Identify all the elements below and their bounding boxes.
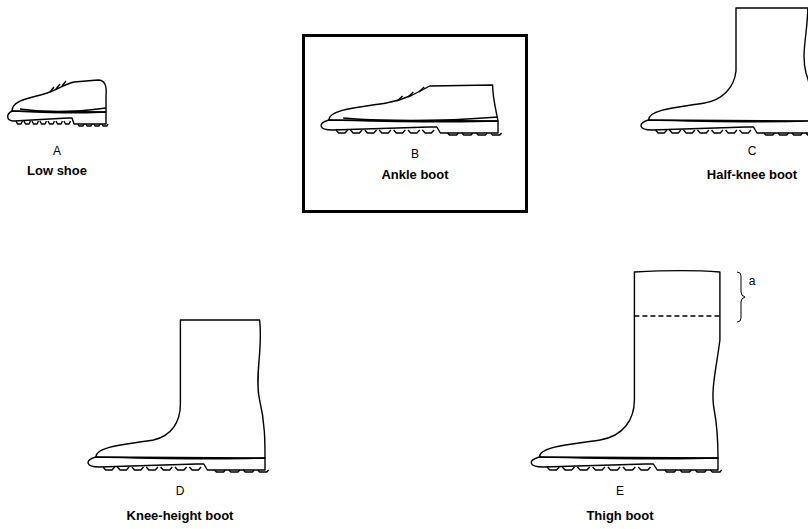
figure-letter: A bbox=[53, 145, 61, 159]
knee-height-boot-drawing bbox=[88, 320, 268, 472]
figure-caption: Ankle boot bbox=[381, 168, 448, 183]
sole-tread bbox=[103, 467, 269, 472]
thigh-boot-drawing bbox=[531, 271, 722, 473]
sole-tread bbox=[547, 467, 722, 472]
half-knee-boot-drawing bbox=[641, 8, 808, 135]
ankle-boot-drawing bbox=[321, 85, 501, 135]
highlight-frame: B Ankle boot bbox=[302, 34, 528, 213]
figure-letter: B bbox=[411, 148, 419, 162]
low-shoe-drawing bbox=[8, 80, 108, 126]
figure-letter: E bbox=[616, 485, 624, 499]
figure-letter: C bbox=[748, 145, 757, 159]
figure-caption: Knee-height boot bbox=[127, 509, 234, 524]
dimension-label: a bbox=[749, 275, 756, 289]
figure-caption: Low shoe bbox=[27, 164, 87, 179]
sole-tread bbox=[16, 121, 108, 126]
figure-letter: D bbox=[176, 485, 185, 499]
figure-caption: Half-knee boot bbox=[707, 168, 797, 183]
dimension-bracket bbox=[737, 272, 745, 322]
figure-caption: Thigh boot bbox=[586, 509, 653, 524]
sole-tread bbox=[336, 130, 502, 135]
sole-tread bbox=[656, 130, 808, 135]
